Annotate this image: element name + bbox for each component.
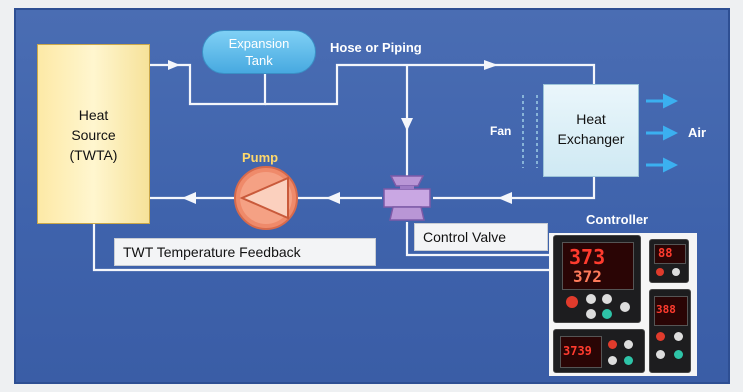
heat-source-line-1: Heat <box>78 107 109 123</box>
pump-label: Pump <box>242 150 279 165</box>
controller-button <box>620 302 630 312</box>
arrow-valve-pump <box>326 192 340 204</box>
controller-teal-button <box>602 309 612 319</box>
heat-source-line-2: Source <box>71 127 116 143</box>
expansion-tank-line-2: Tank <box>245 53 273 68</box>
controller-image: 373 372 88 388 3739 <box>549 233 697 376</box>
controller-teal-button <box>674 350 683 359</box>
controller-red-button <box>566 296 578 308</box>
control-valve-icon <box>383 175 431 221</box>
display-large-top: 373 <box>569 245 606 269</box>
pipe-upper-main <box>265 63 596 106</box>
air-label: Air <box>688 125 707 140</box>
feedback-label: TWT Temperature Feedback <box>114 238 376 266</box>
controller-red-button <box>656 332 665 341</box>
display-tall: 388 <box>656 303 676 316</box>
controller-red-button <box>608 340 617 349</box>
fan-label: Fan <box>490 124 512 138</box>
display-wide: 3739 <box>563 344 592 358</box>
controller-display-tall: 388 <box>654 296 688 326</box>
controller-button <box>656 350 665 359</box>
control-line <box>405 222 555 257</box>
controller-button <box>586 309 596 319</box>
controller-display-wide: 3739 <box>560 336 602 368</box>
control-valve-label: Control Valve <box>414 223 548 251</box>
controller-display-large: 373 372 <box>562 242 634 290</box>
display-large-bottom: 372 <box>573 267 602 286</box>
controller-button <box>624 340 633 349</box>
feedback-line <box>92 224 555 272</box>
heat-exchanger-line-1: Heat <box>576 111 606 127</box>
controller-button <box>586 294 596 304</box>
display-small-top: 88 <box>658 246 673 260</box>
arrow-pump-source <box>182 192 196 204</box>
expansion-tank-label: Expansion Tank <box>203 35 315 69</box>
arrow-return <box>498 192 512 204</box>
controller-button <box>674 332 683 341</box>
controller-unit-small-top: 88 <box>649 239 689 283</box>
pump-icon <box>234 166 298 230</box>
controller-unit-tall: 388 <box>649 289 691 373</box>
controller-red-button <box>656 268 664 276</box>
arrow-outlet <box>168 60 180 70</box>
controller-display-small-top: 88 <box>654 244 686 264</box>
heat-source-label: Heat Source (TWTA) <box>38 105 149 165</box>
expansion-tank: Expansion Tank <box>202 30 316 74</box>
arrow-upper <box>484 60 498 70</box>
heat-source-line-3: (TWTA) <box>69 147 118 163</box>
heat-source-block: Heat Source (TWTA) <box>37 44 150 224</box>
arrow-down-valve <box>401 118 413 131</box>
controller-button <box>672 268 680 276</box>
expansion-tank-line-1: Expansion <box>228 36 290 51</box>
controller-button <box>602 294 612 304</box>
controller-teal-button <box>624 356 633 365</box>
heat-exchanger: Heat Exchanger <box>543 84 639 177</box>
hose-label: Hose or Piping <box>330 40 422 55</box>
controller-unit-large: 373 372 <box>553 235 641 323</box>
heat-exchanger-label: Heat Exchanger <box>544 109 638 149</box>
controller-unit-wide: 3739 <box>553 329 645 373</box>
heat-exchanger-line-2: Exchanger <box>557 131 625 147</box>
controller-button <box>608 356 617 365</box>
pipe-return <box>433 177 596 200</box>
controller-label: Controller <box>586 212 649 227</box>
